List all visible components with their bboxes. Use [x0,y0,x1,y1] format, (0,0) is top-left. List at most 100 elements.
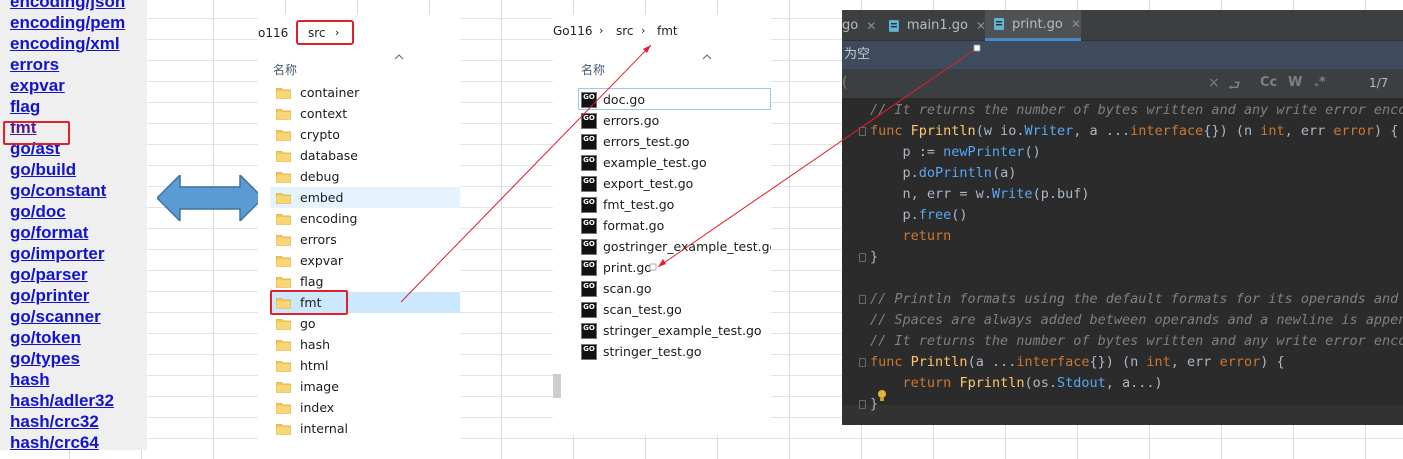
chevron-right-icon[interactable]: › [335,26,340,39]
folder-row-flag[interactable]: flag [270,271,460,292]
package-link[interactable]: encoding/json [10,0,126,11]
tab-print[interactable]: print.go ✕ [985,10,1081,41]
whole-word-toggle[interactable]: W [1288,75,1303,90]
package-link-item: expvar [10,75,125,96]
code-line: p.doPrintln(a) [870,165,1017,181]
breadcrumb-go116[interactable]: o116 [258,26,289,40]
code-area[interactable]: // It returns the number of bytes writte… [842,100,1403,425]
package-link[interactable]: flag [10,97,41,116]
folder-row-image[interactable]: image [270,376,460,397]
package-link[interactable]: go/build [10,160,77,179]
close-icon[interactable]: ✕ [1070,17,1081,31]
package-link[interactable]: hash [10,370,50,389]
package-link[interactable]: expvar [10,76,65,95]
package-link[interactable]: hash/crc64 [10,433,99,450]
folder-row-encoding[interactable]: encoding [270,208,460,229]
go-file-icon: GO [581,154,597,171]
folder-row-html[interactable]: html [270,355,460,376]
breadcrumb-go116[interactable]: Go116 [553,24,593,38]
package-link[interactable]: go/scanner [10,307,101,326]
folder-icon [276,339,291,351]
fold-marker-icon[interactable] [859,358,866,367]
folder-row-internal[interactable]: internal [270,418,460,439]
folder-row-index[interactable]: index [270,397,460,418]
folder-label: image [300,379,339,394]
breadcrumb-src[interactable]: src [616,24,634,38]
package-link-item: encoding/json [10,0,125,12]
code-line: return [902,228,952,244]
regex-toggle[interactable]: .* [1314,75,1326,90]
folder-row-fmt[interactable]: fmt [270,292,460,313]
package-link[interactable]: go/ast [10,139,61,158]
folder-row-errors[interactable]: errors [270,229,460,250]
chevron-right-icon[interactable]: › [641,24,646,37]
file-label: format.go [603,218,665,233]
tab-go[interactable]: go ✕ [842,10,882,41]
folder-label: index [300,400,335,415]
code-line: } [870,249,879,265]
clear-icon[interactable]: × [1208,75,1220,91]
package-link[interactable]: go/parser [10,265,88,284]
folder-label: errors [300,232,337,247]
folder-row-expvar[interactable]: expvar [270,250,460,271]
search-field-edge[interactable]: ( [842,75,848,91]
package-link[interactable]: go/types [10,349,80,368]
fold-marker-icon[interactable] [859,253,866,262]
folder-row-hash[interactable]: hash [270,334,460,355]
close-icon[interactable]: ✕ [866,18,877,33]
folder-row-container[interactable]: container [270,82,460,103]
package-link[interactable]: go/constant [10,181,107,200]
fold-marker-icon[interactable] [859,127,866,136]
chevron-right-icon[interactable]: › [599,24,604,37]
package-link[interactable]: encoding/xml [10,34,120,53]
folder-row-embed[interactable]: embed [270,187,460,208]
match-case-toggle[interactable]: Cc [1260,75,1278,90]
package-link-list: encoding/json encoding/pem encoding/xml err… [10,0,125,450]
package-link[interactable]: go/token [10,328,81,347]
package-link[interactable]: go/doc [10,202,66,221]
package-link[interactable]: errors [10,55,60,74]
name-column-header[interactable]: 名称 [581,63,606,77]
package-link[interactable]: hash/adler32 [10,391,114,410]
package-link[interactable]: go/format [10,223,89,242]
file-label: fmt_test.go [603,197,675,212]
folder-row-crypto[interactable]: crypto [270,124,460,145]
package-link[interactable]: go/printer [10,286,90,305]
tab-main1[interactable]: main1.go ✕ [886,10,986,41]
tab-label: print.go [1012,16,1063,32]
folder-row-debug[interactable]: debug [270,166,460,187]
breadcrumb-fmt[interactable]: fmt [657,24,678,38]
newline-icon[interactable]: ⮐ [1228,78,1241,94]
package-link[interactable]: fmt [10,118,37,137]
package-link[interactable]: go/importer [10,244,105,263]
go-file-icon: GO [581,175,597,192]
package-link[interactable]: hash/crc32 [10,412,99,431]
package-link-item: hash/crc64 [10,432,125,450]
folder-row-go[interactable]: go [270,313,460,334]
scrollbar-thumb[interactable] [553,374,561,398]
lightbulb-icon[interactable] [876,389,888,403]
breadcrumb-src[interactable]: src [308,26,326,40]
name-column-header[interactable]: 名称 [273,63,298,77]
folder-row-database[interactable]: database [270,145,460,166]
folder-icon [276,381,291,393]
package-link[interactable]: encoding/pem [10,13,126,32]
folder-row-context[interactable]: context [270,103,460,124]
fold-marker-icon[interactable] [859,295,866,304]
close-icon[interactable]: ✕ [975,18,986,33]
go-file-icon: GO [581,322,597,339]
fold-marker-icon[interactable] [859,400,866,409]
